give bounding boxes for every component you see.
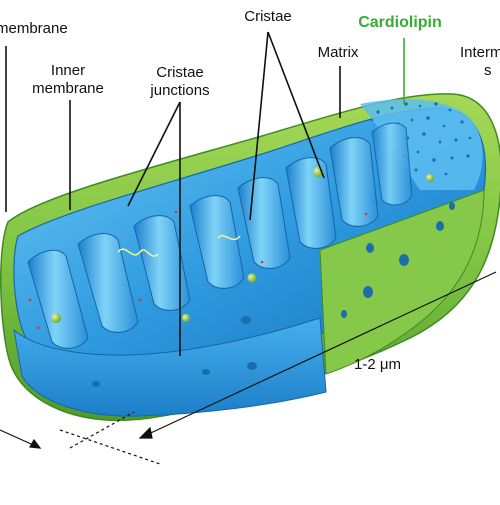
inner-membrane-label-line1: Inner	[50, 62, 86, 79]
cristae-label: Cristae	[244, 8, 292, 25]
scale-label: 1-2 μm	[354, 356, 401, 373]
leader-lines	[5, 31, 405, 356]
cristae-junctions-label-line2: junctions	[150, 82, 210, 99]
outer-membrane-label: membrane	[0, 20, 68, 37]
cristae-folds	[27, 122, 413, 349]
intermembrane-label-line2: s	[484, 62, 492, 79]
matrix-label: Matrix	[317, 44, 359, 61]
outer-membrane-right-section	[319, 189, 485, 375]
mitochondrial-dna	[117, 234, 241, 257]
inner-membrane-label-line2: membrane	[32, 80, 104, 97]
intermembrane-region	[360, 99, 483, 190]
cardiolipin-label: Cardiolipin	[358, 14, 442, 31]
membrane-pores	[92, 202, 455, 387]
scale-bar	[0, 271, 497, 465]
cristae-junctions-label-line1: Cristae	[156, 64, 204, 81]
matrix-red-dots	[28, 210, 368, 330]
inner-membrane-cut-face	[13, 317, 327, 417]
intermembrane-label-line1: Interm	[460, 44, 500, 61]
